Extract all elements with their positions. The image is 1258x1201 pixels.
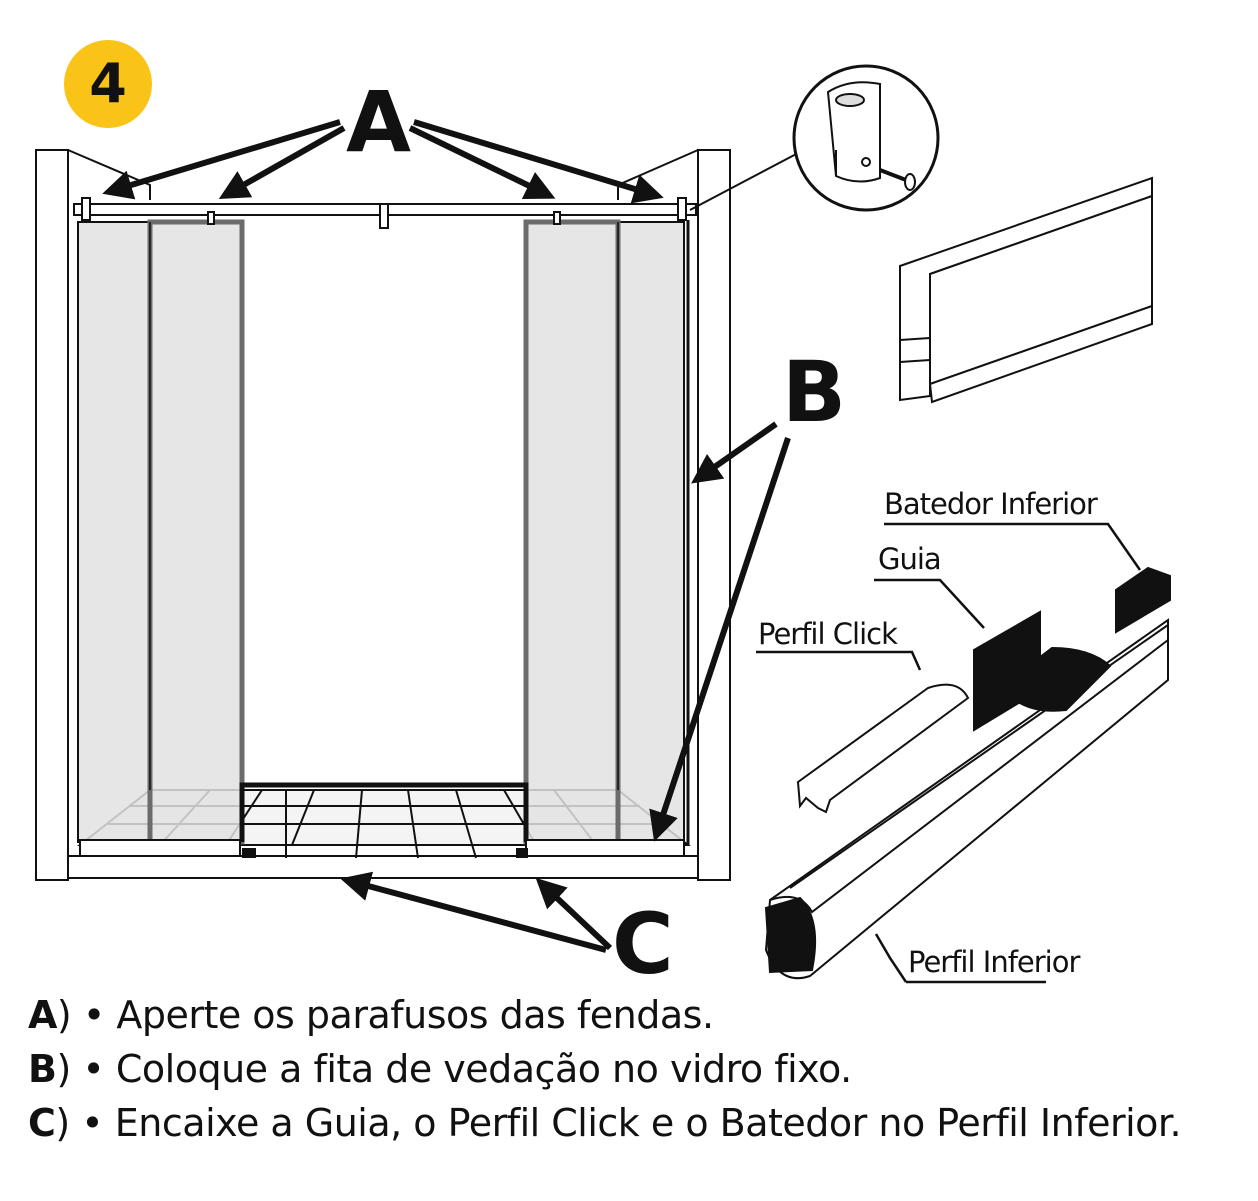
label-leaders	[756, 522, 1142, 984]
instruction-a: A) • Aperte os parafusos das fendas.	[28, 988, 1238, 1042]
callout-c: C	[612, 895, 674, 993]
glass-panels	[77, 197, 690, 858]
batedor-inferior	[1115, 566, 1171, 634]
instruction-key: C	[28, 1101, 56, 1145]
right-fixed-glass	[525, 221, 685, 843]
instruction-c: C) • Encaixe a Guia, o Perfil Click e o …	[28, 1096, 1238, 1150]
perfil-inferior-end	[764, 896, 817, 974]
bottom-profile-assembly	[764, 566, 1171, 980]
instruction-b: B) • Coloque a fita de vedação no vidro …	[28, 1042, 1238, 1096]
label-batedor-inferior: Batedor Inferior	[884, 487, 1098, 521]
instruction-sep: ) •	[55, 1101, 115, 1145]
bottom-sill	[67, 855, 699, 879]
instruction-sep: ) •	[56, 993, 117, 1037]
callout-b: B	[782, 343, 847, 441]
instruction-sep: ) •	[56, 1047, 116, 1091]
label-perfil-click: Perfil Click	[758, 617, 898, 651]
right-bottom-profile	[525, 839, 685, 857]
callout-a: A	[346, 73, 412, 171]
instruction-text: Aperte os parafusos das fendas.	[116, 993, 714, 1037]
screw-detail	[689, 64, 940, 212]
left-fixed-glass	[77, 221, 243, 843]
right-wall	[697, 149, 731, 881]
arrows-a	[102, 119, 664, 204]
left-wall	[35, 149, 69, 881]
arrows-c	[340, 871, 613, 953]
instruction-key: A	[28, 993, 57, 1037]
shower-enclosure	[35, 149, 731, 881]
screw-icon	[879, 168, 916, 191]
instruction-text: Coloque a fita de vedação no vidro fixo.	[115, 1047, 852, 1091]
instruction-text: Encaixe a Guia, o Perfil Click e o Bated…	[114, 1101, 1182, 1145]
right-wall-return	[617, 149, 699, 200]
rail-screws	[81, 197, 687, 229]
label-guia: Guia	[878, 542, 942, 576]
left-wall-return	[67, 149, 151, 200]
step-badge: 4	[64, 40, 152, 128]
label-perfil-inferior: Perfil Inferior	[908, 945, 1080, 979]
arrows-b	[649, 421, 791, 842]
guia-roller	[1009, 646, 1112, 712]
perfil-click	[796, 683, 970, 814]
left-bottom-profile	[79, 839, 241, 857]
upper-profile	[899, 176, 1153, 404]
instructions: A) • Aperte os parafusos das fendas. B) …	[28, 988, 1238, 1150]
instruction-key: B	[28, 1047, 57, 1091]
